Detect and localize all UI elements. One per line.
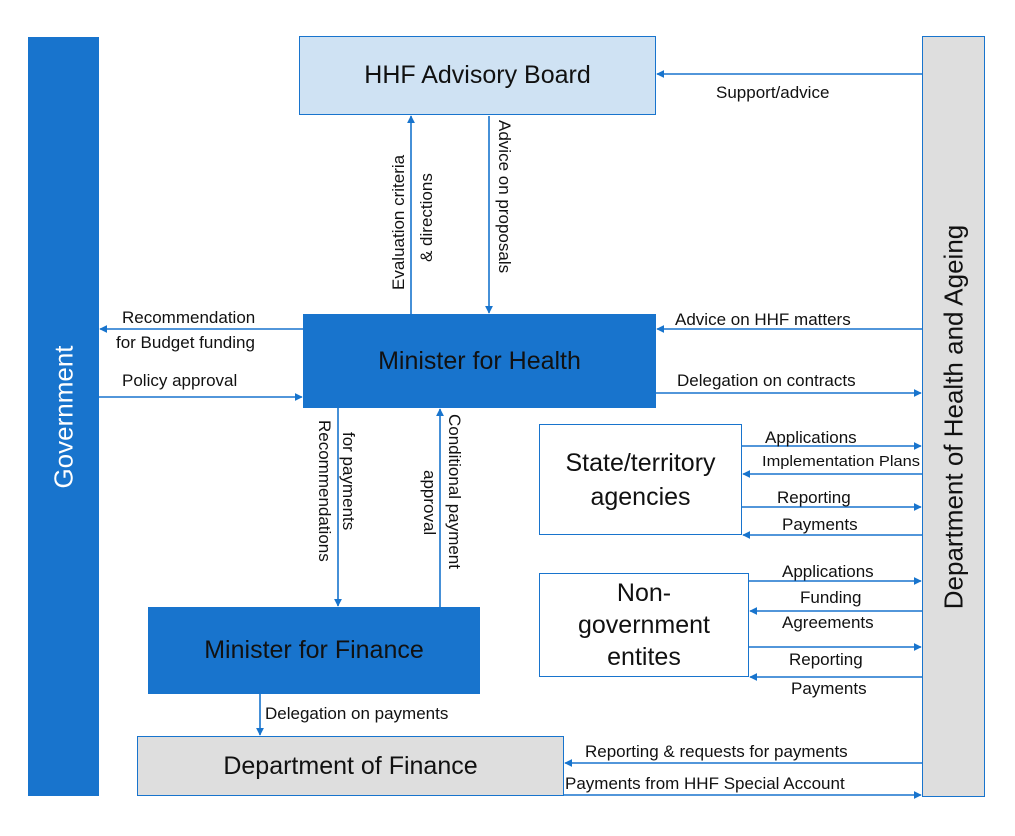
hhf-advisory-board-label: HHF Advisory Board <box>364 61 591 89</box>
state-agencies-label-line1: State/territory <box>565 448 716 477</box>
label-state-payments: Payments <box>782 515 858 534</box>
label-ngo-applications: Applications <box>782 562 874 581</box>
label-ngo-reporting: Reporting <box>789 650 863 669</box>
ngo-node: Non- government entites <box>539 573 749 677</box>
label-state-reporting: Reporting <box>777 488 851 507</box>
label-recommendations-payments-line1: Recommendations <box>315 420 334 562</box>
ngo-label-line3: entites <box>607 643 681 671</box>
label-payments-special-account: Payments from HHF Special Account <box>565 774 845 793</box>
department-finance-label: Department of Finance <box>223 751 478 780</box>
label-reporting-requests: Reporting & requests for payments <box>585 742 848 761</box>
label-ngo-payments: Payments <box>791 679 867 698</box>
label-ngo-funding: Funding <box>800 588 861 607</box>
label-advice-hhf-matters: Advice on HHF matters <box>675 310 851 329</box>
department-finance-node: Department of Finance <box>137 736 564 796</box>
hhf-advisory-board-node: HHF Advisory Board <box>299 36 656 115</box>
state-agencies-label-line2: agencies <box>590 482 691 511</box>
minister-health-label: Minister for Health <box>378 346 581 375</box>
label-conditional-payment-line1: Conditional payment <box>445 414 464 569</box>
minister-finance-node: Minister for Finance <box>148 607 480 694</box>
label-evaluation-criteria-line2: & directions <box>417 173 436 262</box>
label-advice-proposals: Advice on proposals <box>495 120 514 273</box>
label-conditional-payment-line2: approval <box>420 470 439 535</box>
label-recommendation-budget-line1: Recommendation <box>122 308 255 327</box>
ngo-label-line2: government <box>577 611 711 639</box>
label-policy-approval: Policy approval <box>122 371 237 390</box>
label-ngo-agreements: Agreements <box>782 613 874 632</box>
label-delegation-payments: Delegation on payments <box>265 704 448 723</box>
label-support-advice: Support/advice <box>716 83 829 102</box>
label-delegation-contracts: Delegation on contracts <box>677 371 856 390</box>
minister-health-node: Minister for Health <box>303 314 656 408</box>
minister-finance-label: Minister for Finance <box>204 636 424 664</box>
label-evaluation-criteria-line1: Evaluation criteria <box>389 154 408 290</box>
department-health-node: Department of Health and Ageing <box>922 36 985 797</box>
ngo-label-line1: Non- <box>616 579 672 607</box>
label-state-implementation: Implementation Plans <box>762 453 920 470</box>
state-agencies-node: State/territory agencies <box>539 424 742 535</box>
label-state-applications: Applications <box>765 428 857 447</box>
label-recommendation-budget-line2: for Budget funding <box>116 333 255 352</box>
label-recommendations-payments-line2: for payments <box>339 432 358 530</box>
government-node: Government <box>28 37 99 796</box>
